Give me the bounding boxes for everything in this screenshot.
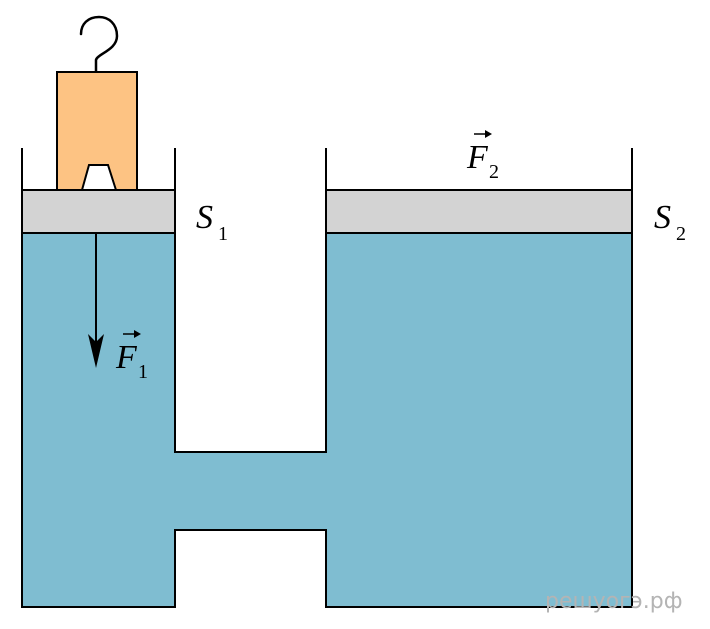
label-s2: S 2 bbox=[654, 199, 686, 245]
label-f2-letter: F bbox=[466, 139, 489, 176]
label-f1-letter: F bbox=[115, 339, 138, 376]
left-piston bbox=[21, 189, 176, 234]
vessel-walls bbox=[21, 148, 633, 233]
label-f1-subscript: 1 bbox=[138, 361, 148, 383]
label-s2-letter: S bbox=[654, 199, 671, 236]
right-piston bbox=[325, 189, 633, 234]
weight bbox=[56, 15, 138, 191]
label-s1-letter: S bbox=[196, 199, 213, 236]
label-s2-subscript: 2 bbox=[676, 223, 686, 245]
label-s1: S 1 bbox=[196, 199, 228, 245]
weight-hook bbox=[79, 15, 119, 74]
liquid bbox=[21, 232, 633, 608]
vector-arrow-f2 bbox=[474, 130, 492, 138]
label-f2: F 2 bbox=[466, 130, 499, 183]
label-s1-subscript: 1 bbox=[218, 223, 228, 245]
watermark: решуогэ.рф bbox=[545, 589, 683, 614]
label-f1: F 1 bbox=[115, 330, 148, 383]
weight-body bbox=[56, 71, 138, 191]
force-arrow-f1 bbox=[88, 233, 104, 368]
label-f2-subscript: 2 bbox=[489, 161, 499, 183]
vector-arrow-f1 bbox=[123, 330, 141, 338]
